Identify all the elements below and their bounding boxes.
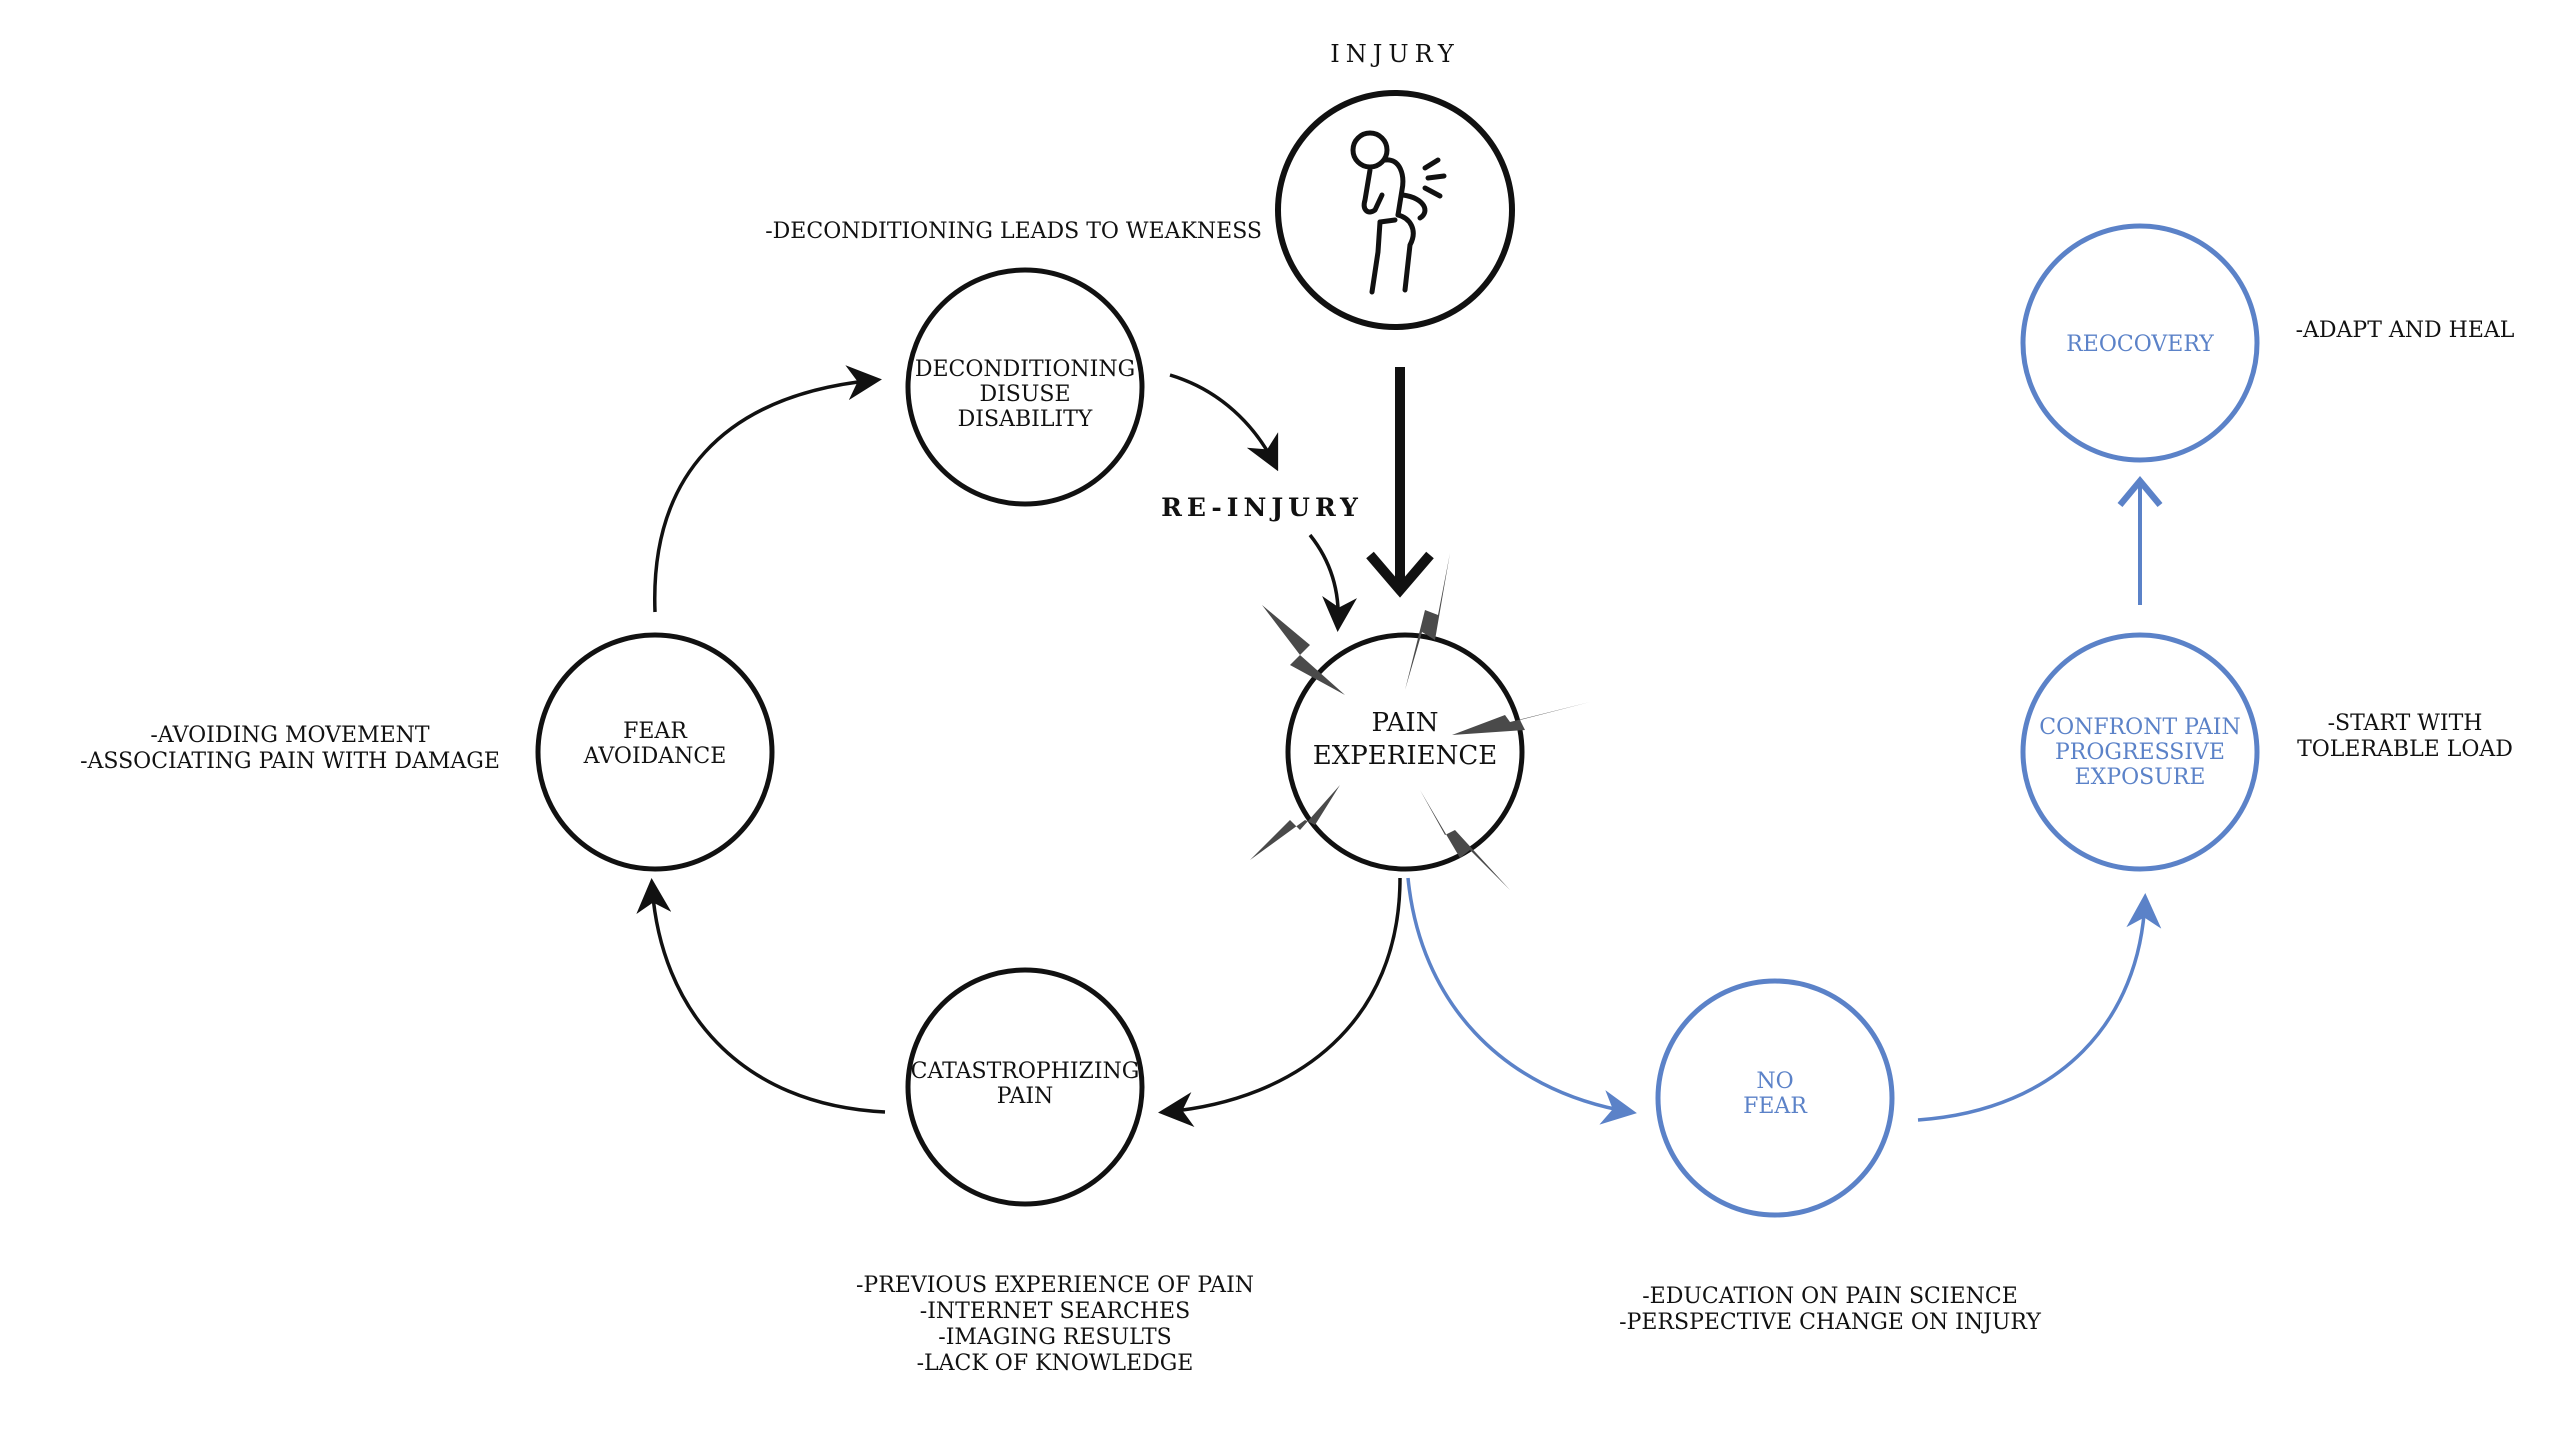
catastrophizing-line1: CATASTROPHIZING [911,1059,1140,1084]
pain-line1: PAIN [1372,708,1439,738]
pain-bolts [1250,553,1590,890]
deconditioning-line2: DISUSE [979,382,1070,407]
confront-line3: EXPOSURE [2075,765,2206,790]
fear-to-deconditioning-arrow [653,365,882,613]
pain-node: PAIN EXPERIENCE [1285,632,1525,872]
confront-note-1: -START WITH [2328,711,2483,736]
reinjury-label: RE-INJURY [1161,493,1363,522]
fear-node: FEAR AVOIDANCE [535,632,775,872]
catastrophizing-line2: PAIN [997,1084,1054,1109]
bolt-top-icon [1405,553,1450,690]
fear-note-2: -ASSOCIATING PAIN WITH DAMAGE [80,749,500,774]
catastrophizing-to-fear-arrow [636,878,886,1114]
recovery-note: -ADAPT AND HEAL [2296,318,2515,343]
fear-line1: FEAR [623,719,688,744]
recovery-line1: REOCOVERY [2066,332,2214,357]
nofear-to-confront-arrow [1917,893,2162,1122]
confront-line1: CONFRONT PAIN [2039,715,2241,740]
deconditioning-to-pain-arrow [1169,373,1279,472]
confront-node: CONFRONT PAIN PROGRESSIVE EXPOSURE [2020,632,2260,872]
fear-line2: AVOIDANCE [583,744,727,769]
injury-arrowhead [1366,551,1434,598]
catastrophizing-note-4: -LACK OF KNOWLEDGE [917,1351,1194,1376]
deconditioning-line3: DISABILITY [958,407,1093,432]
bolt-right-icon [1452,702,1590,735]
nofear-line1: NO [1756,1069,1793,1094]
pain-line2: EXPERIENCE [1313,741,1497,771]
injury-title: INJURY [1330,40,1460,68]
bolt-upper-left-icon [1262,605,1345,695]
back-pain-person-icon [1350,130,1447,295]
deconditioning-line1: DECONDITIONING [915,357,1135,382]
confront-note-2: TOLERABLE LOAD [2297,737,2513,762]
pain-to-catastrophizing-arrow [1158,877,1402,1127]
injury-node [1275,90,1515,330]
recovery-node: REOCOVERY [2020,223,2260,463]
reinjury-arrow [1308,533,1358,632]
confront-line2: PROGRESSIVE [2055,740,2225,765]
nofear-node: NO FEAR [1655,978,1895,1218]
deconditioning-node: DECONDITIONING DISUSE DISABILITY [905,267,1145,507]
bolt-lower-left-icon [1250,785,1340,860]
pain-to-nofear-arrow [1406,877,1637,1125]
nofear-note-1: -EDUCATION ON PAIN SCIENCE [1642,1284,2018,1309]
fear-note-1: -AVOIDING MOVEMENT [150,723,430,748]
catastrophizing-note-2: -INTERNET SEARCHES [920,1299,1190,1324]
catastrophizing-note-3: -IMAGING RESULTS [938,1325,1171,1350]
catastrophizing-node: CATASTROPHIZING PAIN [905,967,1145,1207]
nofear-note-2: -PERSPECTIVE CHANGE ON INJURY [1619,1310,2041,1335]
catastrophizing-note-1: -PREVIOUS EXPERIENCE OF PAIN [856,1273,1254,1298]
deconditioning-note: -DECONDITIONING LEADS TO WEAKNESS [765,219,1262,244]
nofear-line2: FEAR [1743,1094,1808,1119]
